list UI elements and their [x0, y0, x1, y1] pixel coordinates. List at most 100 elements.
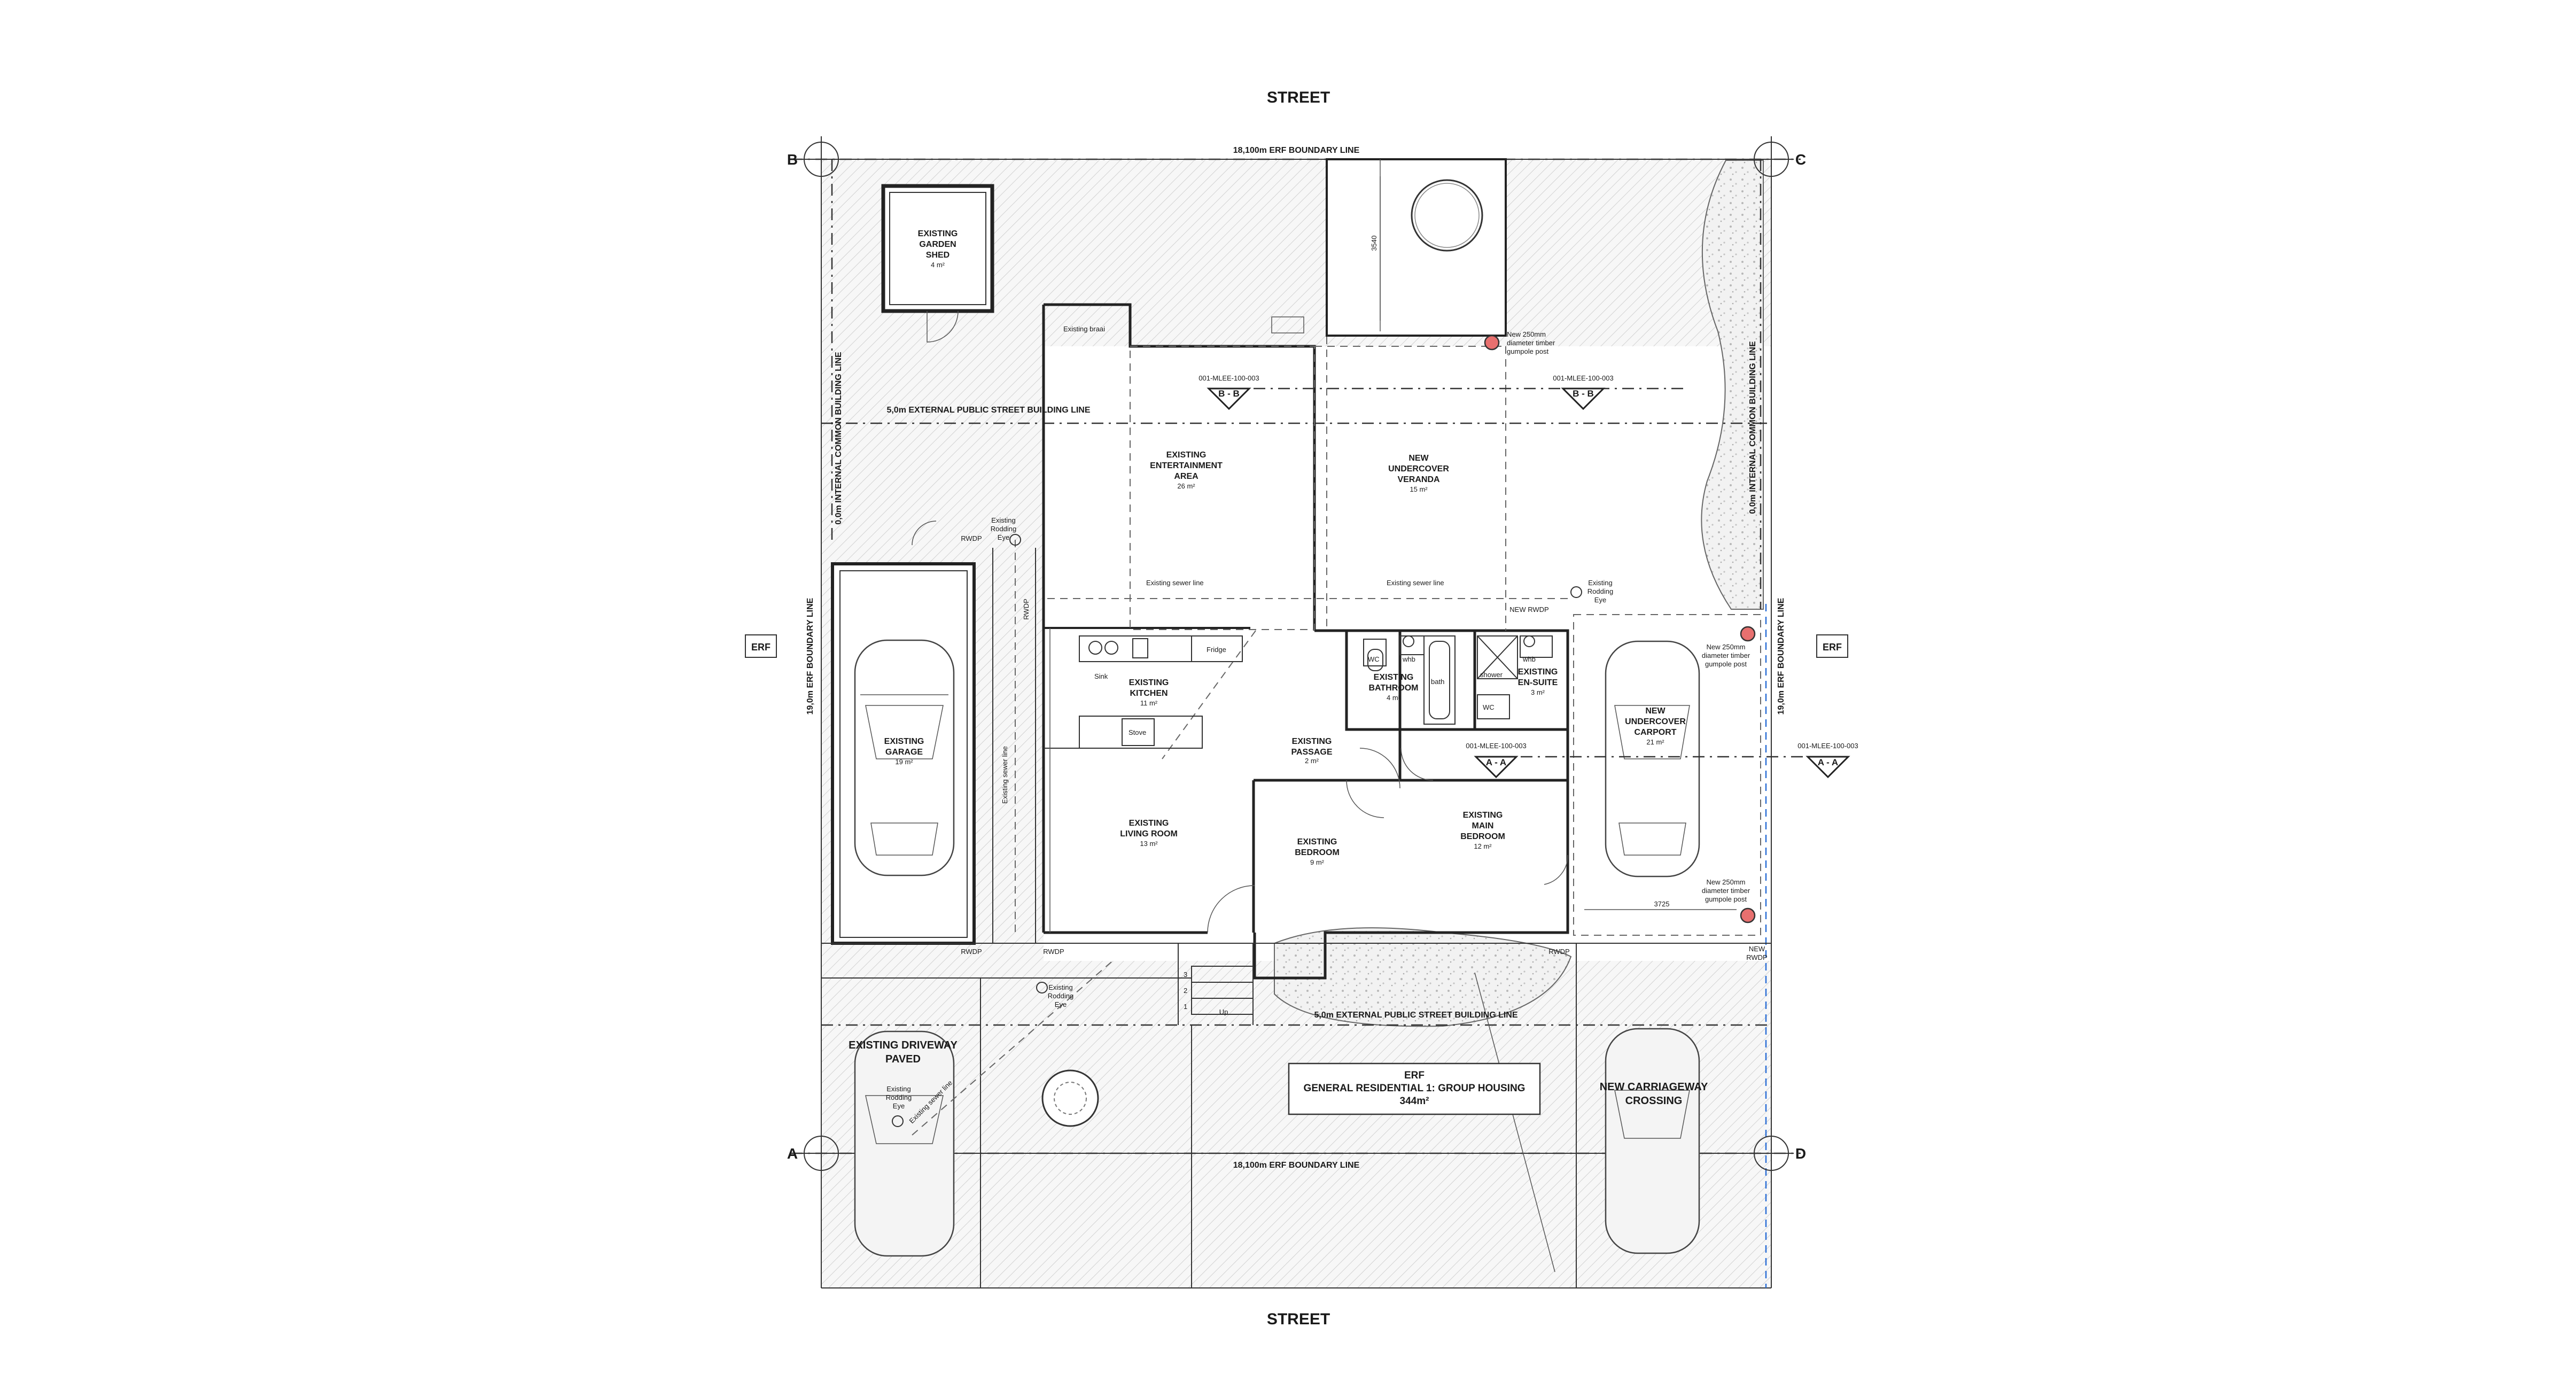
- fridge-label: Fridge: [1207, 646, 1226, 654]
- corner-marker-a: [799, 1130, 844, 1176]
- gumpole-2-l1: New 250mm: [1707, 643, 1746, 651]
- pergola: [1326, 158, 1507, 337]
- bathroom-label-1: EXISTING: [1374, 673, 1414, 682]
- erf-zoning-line-2: GENERAL RESIDENTIAL 1: GROUP HOUSING: [1304, 1083, 1526, 1094]
- rodding-eye-3-l2: Rodding: [1048, 992, 1073, 1000]
- tree-top: [1411, 179, 1483, 252]
- rwdp-label-5: RWDP: [1548, 948, 1569, 956]
- whb-label-ensuite: whb: [1522, 655, 1536, 663]
- new-rwdp-label-2-l2: RWDP: [1746, 953, 1767, 961]
- whb-label-bathroom: whb: [1402, 655, 1415, 663]
- bedroom-label-1: EXISTING: [1297, 837, 1337, 847]
- ensuite-label-1: EXISTING: [1518, 667, 1558, 677]
- building-line-label-top: 5,0m EXTERNAL PUBLIC STREET BUILDING LIN…: [886, 406, 1090, 415]
- main-bedroom-label-1: EXISTING: [1463, 811, 1503, 820]
- rodding-eye-1-l1: Existing: [991, 516, 1016, 524]
- rodding-eye-1-l3: Eye: [998, 533, 1009, 541]
- passage-area: 2 m²: [1305, 757, 1319, 765]
- shed-area: 4 m²: [931, 261, 945, 269]
- house-footprint: [1044, 346, 1851, 961]
- corner-marker-d: [1749, 1130, 1794, 1176]
- entertainment-label-1: EXISTING: [1166, 451, 1207, 460]
- kitchen-label-1: EXISTING: [1129, 678, 1169, 687]
- section-bb-label-2: B - B: [1573, 389, 1594, 399]
- veranda-label-1: NEW: [1408, 454, 1429, 463]
- gumpole-1-l2: diameter timber: [1507, 339, 1555, 347]
- bedroom-label-2: BEDROOM: [1295, 848, 1340, 857]
- entrance-steps: [1191, 966, 1254, 1015]
- front-tree: [1041, 1069, 1099, 1127]
- corner-label-d: D: [1795, 1145, 1806, 1162]
- corner-label-a: A: [787, 1145, 798, 1162]
- bathroom-label-2: BATHROOM: [1368, 684, 1418, 693]
- doors: [912, 521, 1568, 933]
- car-crossing: [1605, 1028, 1700, 1254]
- bathroom-fixtures: [1363, 635, 1553, 725]
- building-line-label-bottom: 5,0m EXTERNAL PUBLIC STREET BUILDING LIN…: [1314, 1011, 1517, 1020]
- veranda-label-2: UNDERCOVER: [1388, 464, 1449, 473]
- section-bb-label-1: B - B: [1218, 389, 1240, 399]
- ensuite-area: 3 m²: [1531, 688, 1545, 696]
- garden-shed: [881, 184, 994, 313]
- gumpole-posts: [1484, 335, 1756, 923]
- boundary-label-left: 19,0m ERF BOUNDARY LINE: [806, 597, 815, 715]
- section-aa-label-2: A - A: [1818, 757, 1838, 767]
- kitchen-area: 11 m²: [1140, 699, 1158, 707]
- entertainment-label-2: ENTERTAINMENT: [1150, 461, 1223, 470]
- garage-label-1: EXISTING: [884, 737, 924, 746]
- carport-outline: [1573, 614, 1761, 936]
- rwdp-label-3: RWDP: [961, 948, 982, 956]
- veranda-area: 15 m²: [1410, 485, 1428, 493]
- gumpole-1-l3: gumpole post: [1507, 347, 1548, 355]
- entertainment-label-3: AREA: [1174, 472, 1198, 481]
- garden-gravel: [1701, 160, 1764, 610]
- living-label-2: LIVING ROOM: [1120, 829, 1178, 839]
- erf-left-box: [745, 634, 777, 658]
- section-aa-ref-2: 001-MLEE-100-003: [1797, 742, 1858, 750]
- shower-label: shower: [1480, 671, 1503, 679]
- car-garage: [854, 639, 955, 876]
- gumpole-2-l3: gumpole post: [1705, 660, 1747, 668]
- rodding-eye-1-l2: Rodding: [991, 525, 1016, 533]
- car-carport: [1605, 640, 1700, 878]
- corner-marker-c: [1749, 136, 1794, 182]
- braai-label: Existing braai: [1063, 325, 1105, 333]
- new-rwdp-label-2-l1: NEW: [1749, 945, 1765, 953]
- street-label-bottom: STREET: [1267, 1310, 1330, 1328]
- rwdp-label-2: RWDP: [1022, 599, 1030, 619]
- section-line-bb: [1207, 387, 1688, 410]
- rodding-eye-4-l2: Rodding: [886, 1093, 912, 1101]
- erf-boundary: [821, 159, 1772, 1154]
- crossing-label-2: CROSSING: [1625, 1095, 1683, 1107]
- shed-door: [927, 310, 959, 343]
- rodding-eye-3-l3: Eye: [1055, 1000, 1067, 1008]
- gumpole-3-l2: diameter timber: [1702, 887, 1750, 895]
- erf-zoning-box: [1288, 1062, 1541, 1115]
- living-label-1: EXISTING: [1129, 819, 1169, 828]
- boundary-label-bottom: 18,100m ERF BOUNDARY LINE: [1233, 1161, 1360, 1170]
- section-bb-ref-2: 001-MLEE-100-003: [1553, 374, 1613, 382]
- entertainment-area: 26 m²: [1177, 482, 1195, 490]
- gumpole-3-l1: New 250mm: [1707, 878, 1746, 886]
- erf-zoning-line-1: ERF: [1404, 1070, 1425, 1081]
- step-1: 1: [1184, 1003, 1187, 1011]
- rwdp-label-4: RWDP: [1043, 948, 1064, 956]
- shed-label-3: SHED: [926, 251, 950, 260]
- step-2: 2: [1184, 987, 1187, 995]
- ensuite-label-2: EN-SUITE: [1518, 678, 1558, 687]
- passage-label-1: EXISTING: [1292, 737, 1332, 746]
- sink-label: Sink: [1094, 672, 1108, 680]
- front-garden-gravel: [1274, 927, 1572, 1027]
- up-label: Up: [1219, 1008, 1228, 1016]
- boundary-label-right: 19,0m ERF BOUNDARY LINE: [1777, 597, 1786, 715]
- main-bedroom-area: 12 m²: [1474, 842, 1492, 850]
- rodding-eye-3-l1: Existing: [1048, 983, 1073, 991]
- corner-label-c: C: [1795, 151, 1806, 168]
- carport-label-2: UNDERCOVER: [1625, 717, 1686, 726]
- wc-label-bathroom: WC: [1368, 655, 1380, 663]
- shed-label-2: GARDEN: [919, 240, 956, 249]
- rodding-eye-2-l2: Rodding: [1587, 587, 1613, 595]
- sewer-line-label-2: Existing sewer line: [1387, 579, 1444, 587]
- car-driveway: [854, 1030, 955, 1257]
